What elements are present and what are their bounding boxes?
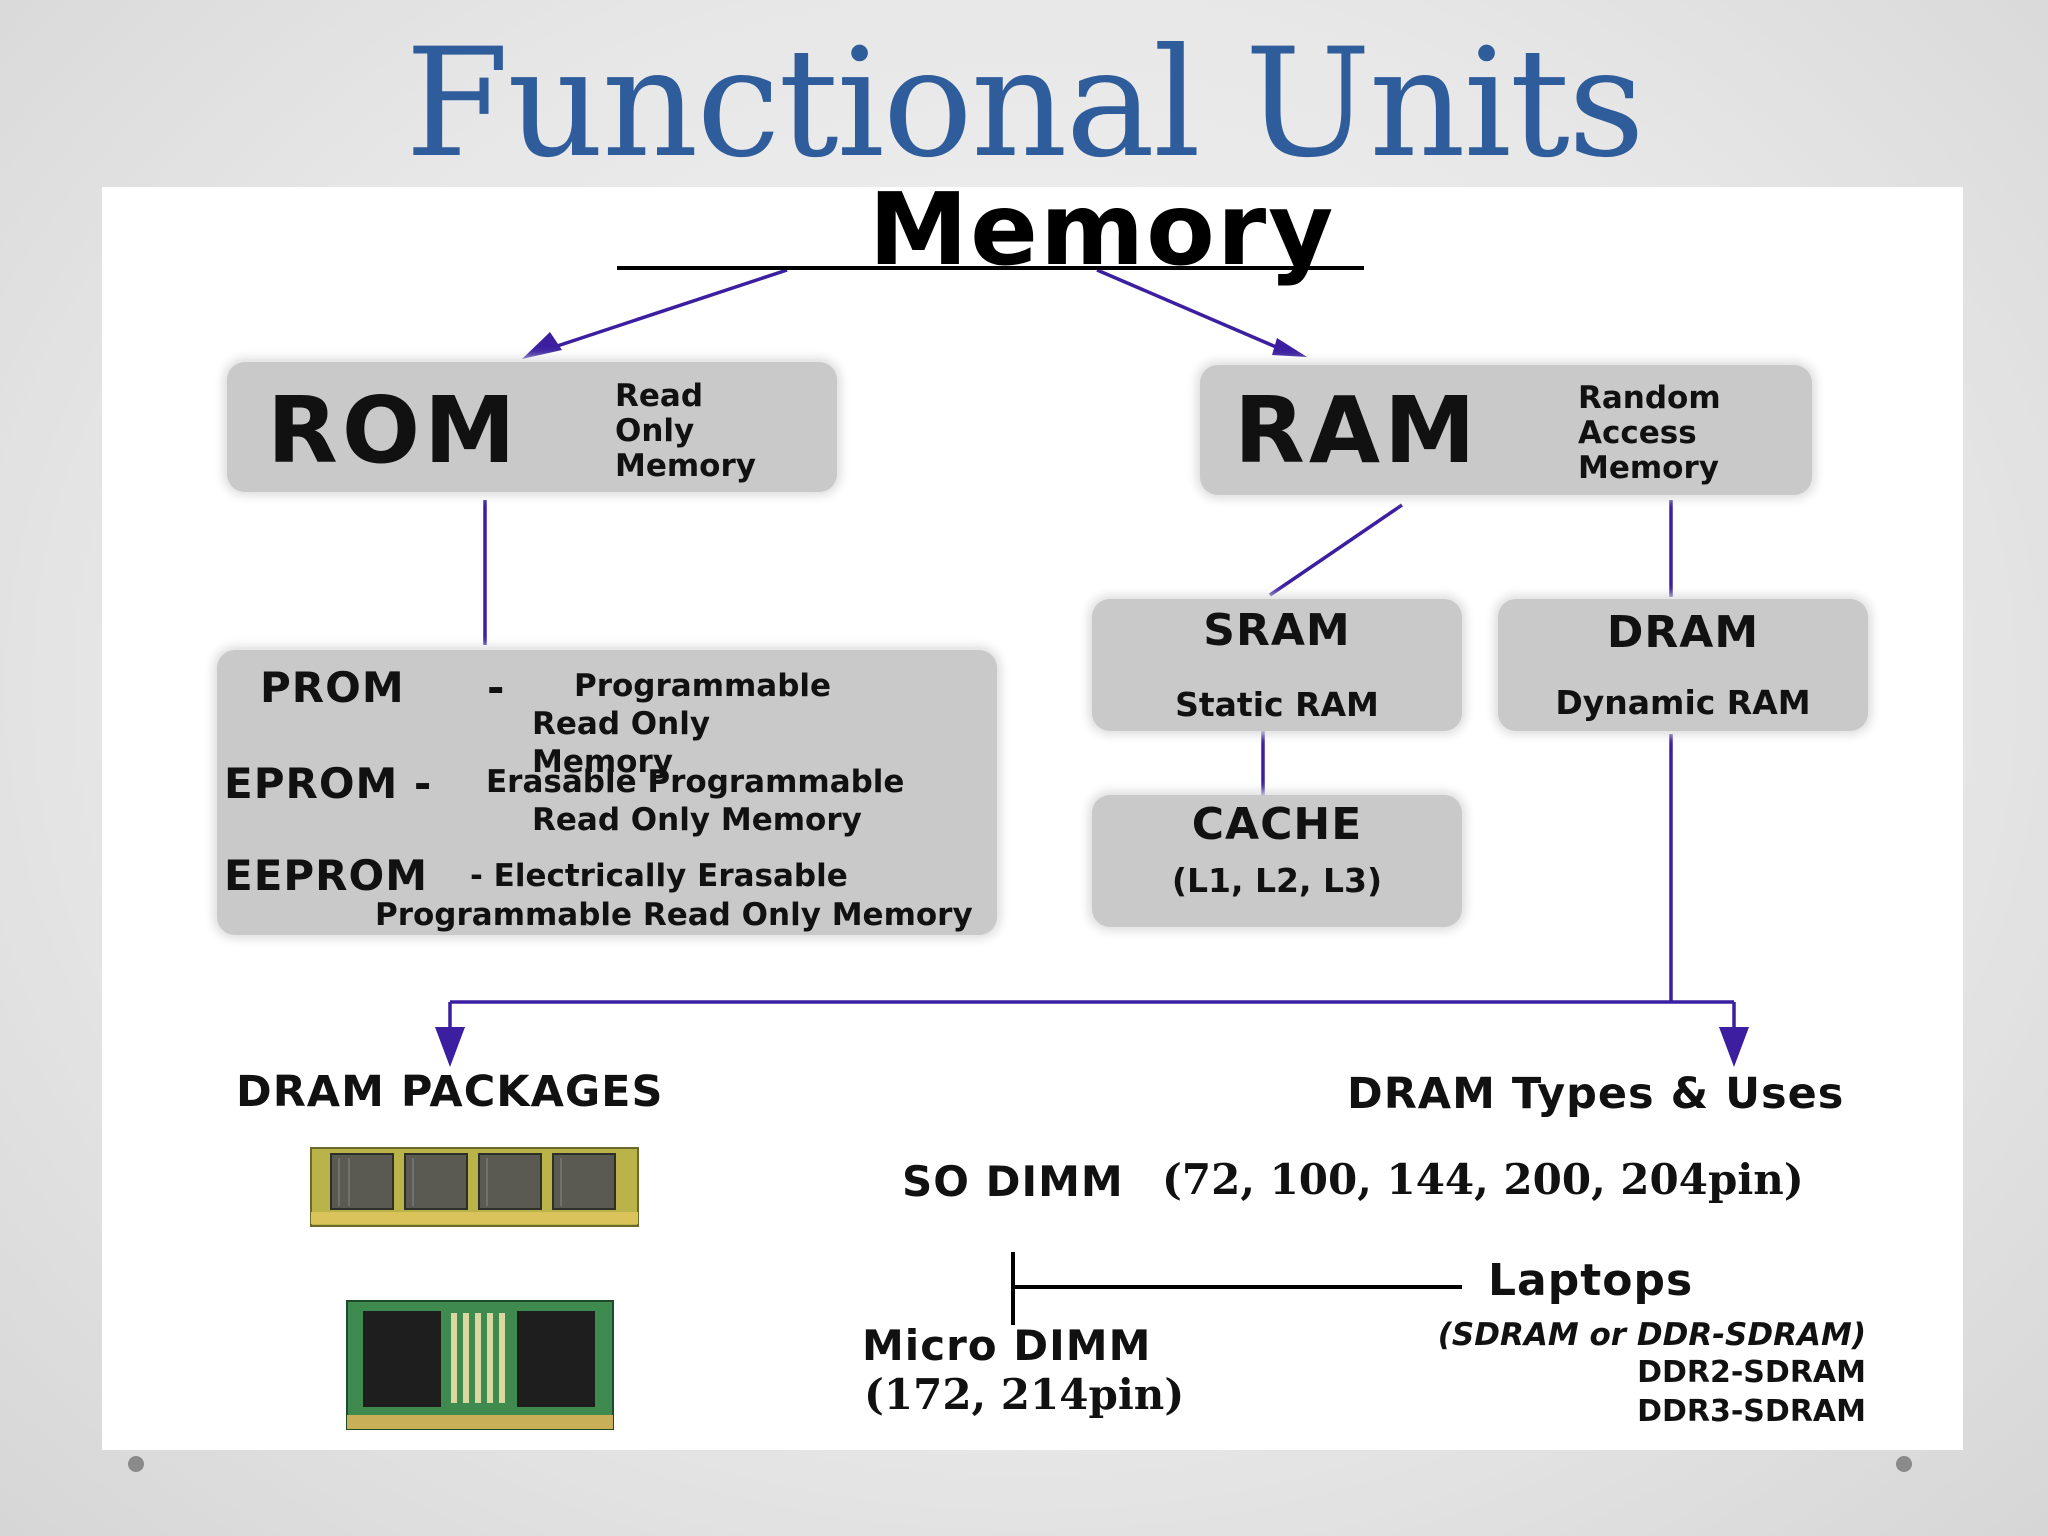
laptop-type: DDR3-SDRAM: [1637, 1394, 1866, 1429]
cache-box: [1092, 795, 1462, 927]
sram-box: [1092, 599, 1462, 731]
so-dimm-module-image: [310, 1147, 639, 1227]
prom-label: PROM: [260, 663, 405, 712]
laptop-memory-types: (SDRAM or DDR-SDRAM) DDR2-SDRAM DDR3-SDR…: [1302, 1317, 1866, 1429]
micro-dimm-label: Micro DIMM: [862, 1321, 1152, 1370]
memory-underline: [617, 266, 1364, 270]
arrowhead-types: [1719, 1027, 1749, 1067]
laptop-type: DDR2-SDRAM: [1637, 1355, 1866, 1390]
eprom-label: EPROM -: [224, 759, 433, 808]
arrowhead-packages: [435, 1027, 465, 1067]
slide-title: Functional Units: [405, 17, 1645, 191]
prom-desc: Programmable Read Only Memory: [532, 667, 832, 781]
eprom-desc: Erasable Programmable Read Only Memory: [486, 763, 946, 839]
micro-dimm-pins: (172, 214pin): [864, 1370, 1185, 1419]
eprom-desc-line: Read Only Memory: [532, 802, 862, 838]
so-dimm-pins: (72, 100, 144, 200, 204pin): [1162, 1155, 1804, 1204]
sram-label: SRAM: [1203, 605, 1351, 656]
prom-desc-line: Programmable: [574, 668, 832, 704]
connector-lines: [435, 268, 1749, 1325]
rom-box: [227, 362, 837, 492]
dram-desc: Dynamic RAM: [1555, 683, 1811, 722]
prom-dash: -: [487, 663, 506, 712]
ram-desc: Random Access Memory: [1578, 381, 1721, 486]
dram-label: DRAM: [1606, 607, 1760, 658]
eprom-desc-line: Erasable Programmable: [486, 764, 905, 800]
rom-desc-line: Read: [615, 378, 704, 414]
rom-desc-line: Only: [615, 413, 695, 449]
slide-decoration-dot-left: [128, 1456, 144, 1472]
arrowhead-rom: [522, 332, 562, 359]
ram-box: [1200, 365, 1812, 495]
ram-label: RAM: [1234, 377, 1480, 484]
eeprom-label: EEPROM: [224, 851, 429, 900]
ram-desc-line: Memory: [1578, 450, 1719, 486]
arrowhead-ram: [1272, 338, 1307, 357]
cache-desc: (L1, L2, L3): [1171, 861, 1383, 900]
rom-desc: Read Only Memory: [615, 379, 756, 484]
ram-desc-line: Random: [1578, 380, 1721, 416]
cache-label: CACHE: [1191, 799, 1363, 850]
laptops-label: Laptops: [1488, 1255, 1694, 1306]
slide-decoration-dot-right: [1896, 1456, 1912, 1472]
diagram-panel: Memory ROM Read Only Memory RAM Random A…: [102, 171, 1963, 1450]
dram-packages-heading: DRAM PACKAGES: [236, 1067, 664, 1117]
rom-desc-line: Memory: [615, 448, 756, 484]
eeprom-desc-2: Programmable Read Only Memory: [375, 897, 973, 933]
dram-box: [1498, 599, 1868, 731]
eeprom-desc-1: - Electrically Erasable: [470, 858, 848, 894]
ram-desc-line: Access: [1578, 415, 1697, 451]
memory-heading: Memory: [868, 171, 1336, 288]
micro-dimm-module-image: [346, 1300, 614, 1430]
rom-types-box: [217, 650, 997, 935]
sram-desc: Static RAM: [1175, 685, 1379, 724]
rom-label: ROM: [267, 377, 520, 484]
so-dimm-label: SO DIMM: [902, 1157, 1124, 1206]
prom-desc-line: Read Only Memory: [532, 706, 711, 780]
dram-types-heading: DRAM Types & Uses: [1347, 1069, 1845, 1119]
laptop-type: (SDRAM or DDR-SDRAM): [1437, 1317, 1866, 1353]
